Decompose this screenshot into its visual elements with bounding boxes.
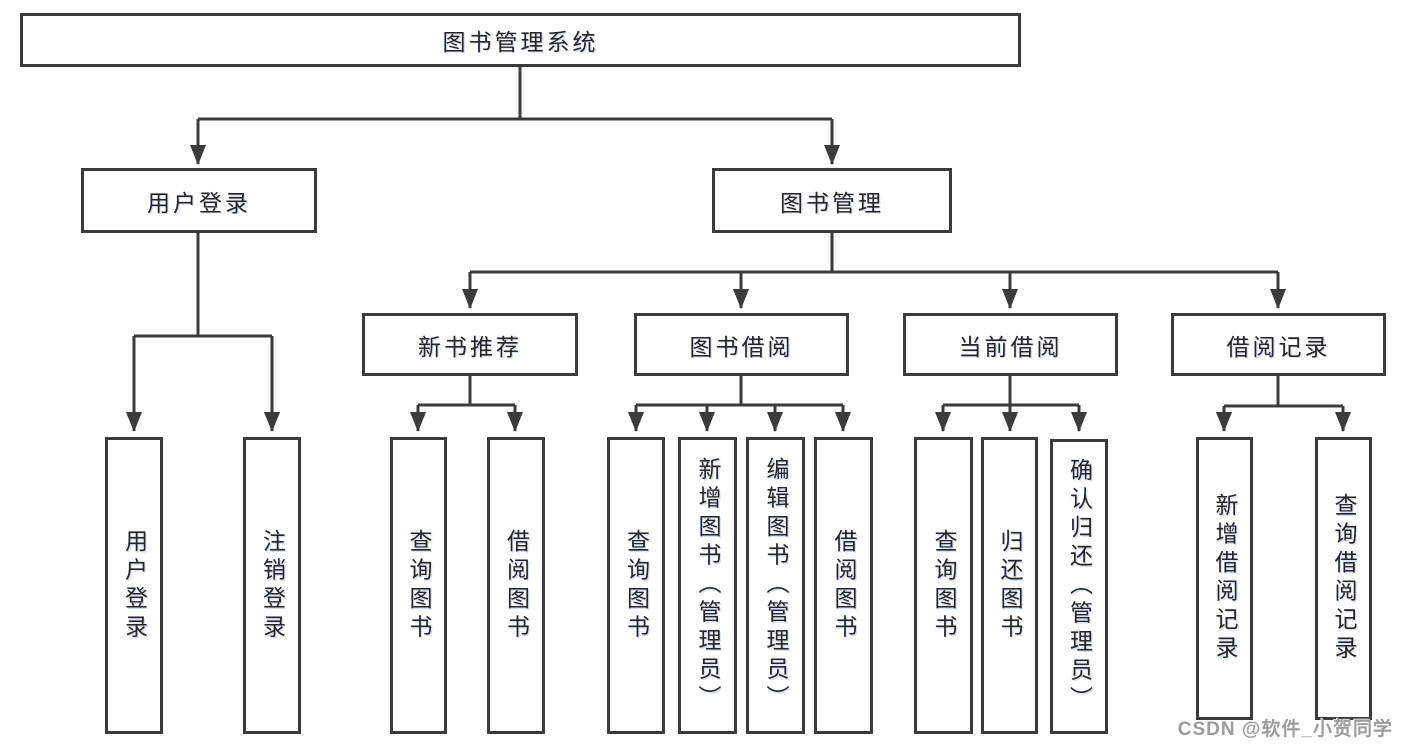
- connector-user-login-branch: [126, 233, 280, 432]
- connector-root-branch: [190, 67, 840, 165]
- leaf-add-borrow-record: 新增借阅记录: [1196, 437, 1253, 720]
- node-borrow-record: 借阅记录: [1171, 313, 1386, 376]
- connector-borrow-record-branch: [1216, 376, 1351, 432]
- leaf-query-book-2: 查询图书: [607, 437, 665, 734]
- leaf-user-login: 用户登录: [105, 437, 163, 734]
- leaf-query-book-1: 查询图书: [390, 437, 447, 734]
- connector-new-book-branch: [410, 376, 523, 432]
- node-current-borrow: 当前借阅: [903, 313, 1118, 376]
- connector-current-borrow-branch: [935, 376, 1087, 432]
- node-user-login: 用户登录: [81, 168, 317, 233]
- leaf-query-borrow-record: 查询借阅记录: [1315, 437, 1372, 720]
- leaf-query-book-3: 查询图书: [914, 437, 973, 734]
- leaf-confirm-return-admin: 确认归还（管理员）: [1050, 439, 1108, 734]
- node-new-book-recommend: 新书推荐: [362, 313, 578, 376]
- connector-book-borrow-branch: [628, 376, 851, 432]
- node-root: 图书管理系统: [20, 13, 1021, 67]
- connector-book-management-branch: [462, 233, 1286, 309]
- leaf-add-book-admin: 新增图书（管理员）: [678, 437, 737, 734]
- leaf-borrow-book-1: 借阅图书: [487, 437, 545, 734]
- leaf-return-book: 归还图书: [981, 437, 1038, 734]
- node-book-management: 图书管理: [712, 168, 952, 233]
- leaf-logout: 注销登录: [243, 437, 301, 734]
- leaf-edit-book-admin: 编辑图书（管理员）: [746, 437, 805, 734]
- leaf-borrow-book-2: 借阅图书: [814, 437, 873, 734]
- node-book-borrow: 图书借阅: [634, 313, 849, 376]
- csdn-watermark: CSDN @软件_小贺同学: [1177, 719, 1393, 740]
